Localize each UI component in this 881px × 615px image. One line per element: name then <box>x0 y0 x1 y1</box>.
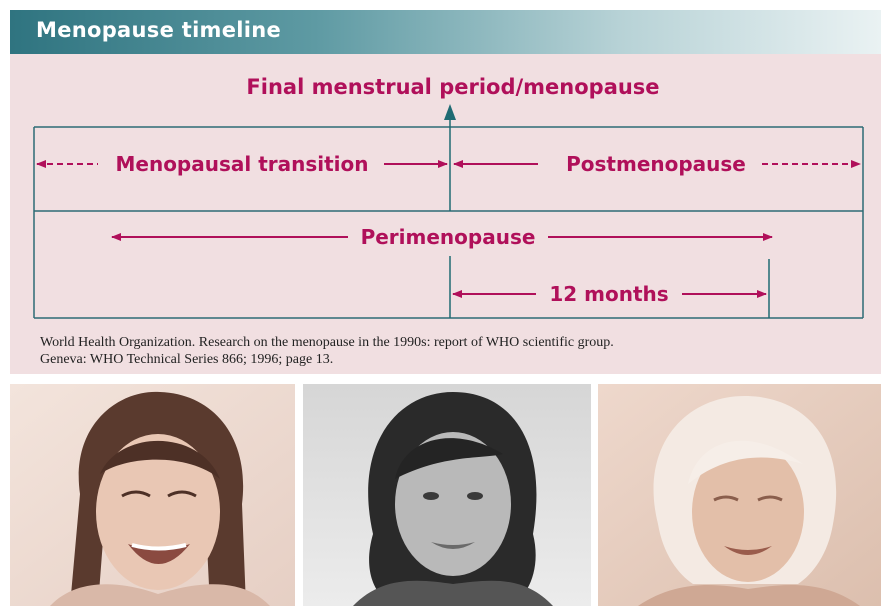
twelve-months-label: 12 months <box>549 282 668 306</box>
smiling-woman-photo <box>303 384 591 606</box>
event-label: Final menstrual period/menopause <box>246 75 659 99</box>
citation-line-1: World Health Organization. Research on t… <box>40 334 840 351</box>
transition-label: Menopausal transition <box>115 152 368 176</box>
laughing-woman-photo <box>10 384 295 606</box>
citation: World Health Organization. Research on t… <box>40 334 840 368</box>
perimenopause-label: Perimenopause <box>361 225 536 249</box>
older-woman-photo <box>598 384 881 606</box>
citation-line-2: Geneva: WHO Technical Series 866; 1996; … <box>40 351 840 368</box>
postmenopause-label: Postmenopause <box>566 152 746 176</box>
